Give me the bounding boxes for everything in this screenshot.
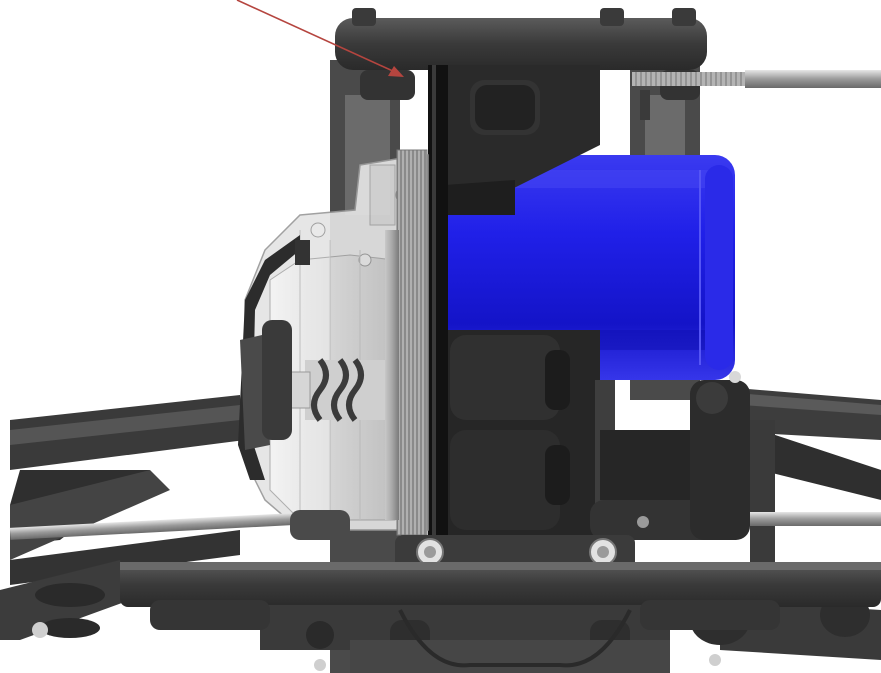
upper-link-rod <box>632 70 881 88</box>
gear-housing-shell <box>238 235 310 480</box>
annotation-arrow-icon <box>236 0 404 77</box>
spur-gear <box>385 149 428 536</box>
skid-plate <box>32 535 881 673</box>
left-suspension-arm <box>0 395 245 640</box>
steering-link-left <box>9 510 350 540</box>
steering-link-right <box>590 371 881 540</box>
top-crossbar <box>335 8 707 100</box>
spur-gear-divider <box>428 65 448 535</box>
motor-mount-plate <box>445 65 615 545</box>
slipper-clutch-spring <box>289 358 385 422</box>
